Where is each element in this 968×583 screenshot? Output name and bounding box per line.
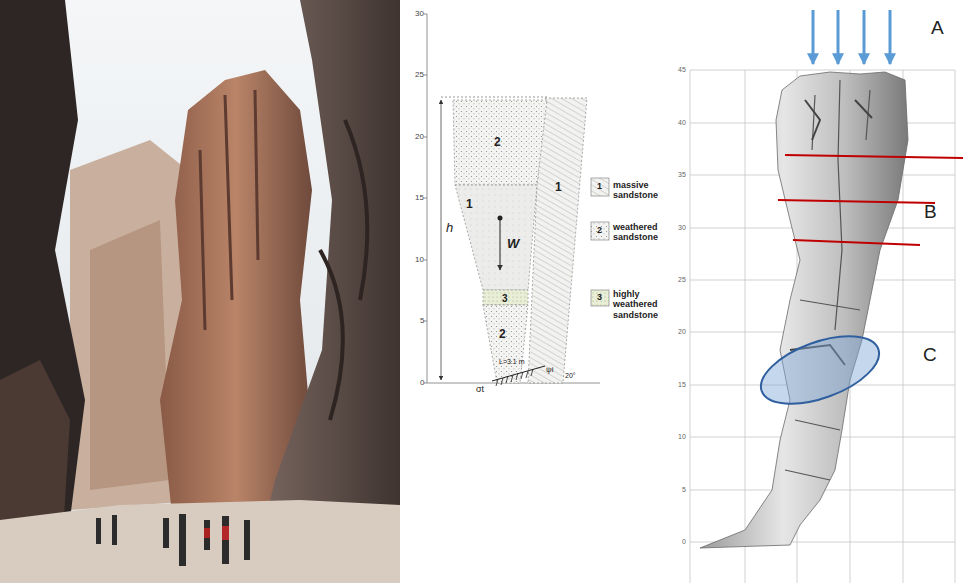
legend-text: highly weathered sandstone	[613, 289, 669, 320]
axis-tick: 0	[420, 379, 424, 388]
scan-axis-tick: 5	[682, 486, 686, 494]
scan-axis-tick: 45	[678, 66, 686, 74]
scan-axis-tick: 10	[678, 433, 686, 441]
axis-tick: 25	[415, 71, 424, 80]
symbol-label: h	[446, 221, 453, 235]
scan-axis-tick: 0	[682, 538, 686, 546]
zone-number: 1	[466, 198, 473, 211]
symbol-label: W	[507, 237, 519, 251]
symbol-label: 20°	[565, 372, 576, 380]
siq-photo	[0, 0, 400, 583]
symbol-label: L=3.1 m	[499, 358, 525, 366]
legend-number: 3	[597, 293, 602, 303]
callout-letter: A	[931, 18, 944, 39]
scan-axis-tick: 35	[678, 171, 686, 179]
legend-text: weathered sandstone	[613, 222, 669, 243]
scan-axis-tick: 25	[678, 276, 686, 284]
axis-tick: 5	[420, 317, 424, 326]
zone-number: 2	[494, 136, 501, 149]
pillar-schematic	[424, 14, 609, 386]
callout-letter: B	[924, 202, 937, 223]
axis-tick: 20	[415, 133, 424, 142]
scan-axis-tick: 30	[678, 224, 686, 232]
zone-number: 2	[499, 328, 506, 341]
zone-number: 3	[502, 293, 508, 304]
scan-axis-tick: 40	[678, 119, 686, 127]
axis-tick: 10	[415, 256, 424, 265]
callout-letter: C	[923, 345, 937, 366]
legend-number: 2	[597, 226, 602, 236]
zone-number: 1	[555, 181, 562, 194]
scan-axis-tick: 15	[678, 381, 686, 389]
symbol-label: σt	[476, 385, 484, 395]
axis-tick: 30	[415, 10, 424, 19]
symbol-label: ψi	[546, 366, 553, 375]
scan-axis-tick: 20	[678, 328, 686, 336]
legend-number: 1	[597, 182, 602, 192]
legend-text: massive sandstone	[613, 180, 669, 201]
scan-model	[690, 10, 963, 583]
axis-tick: 15	[415, 194, 424, 203]
